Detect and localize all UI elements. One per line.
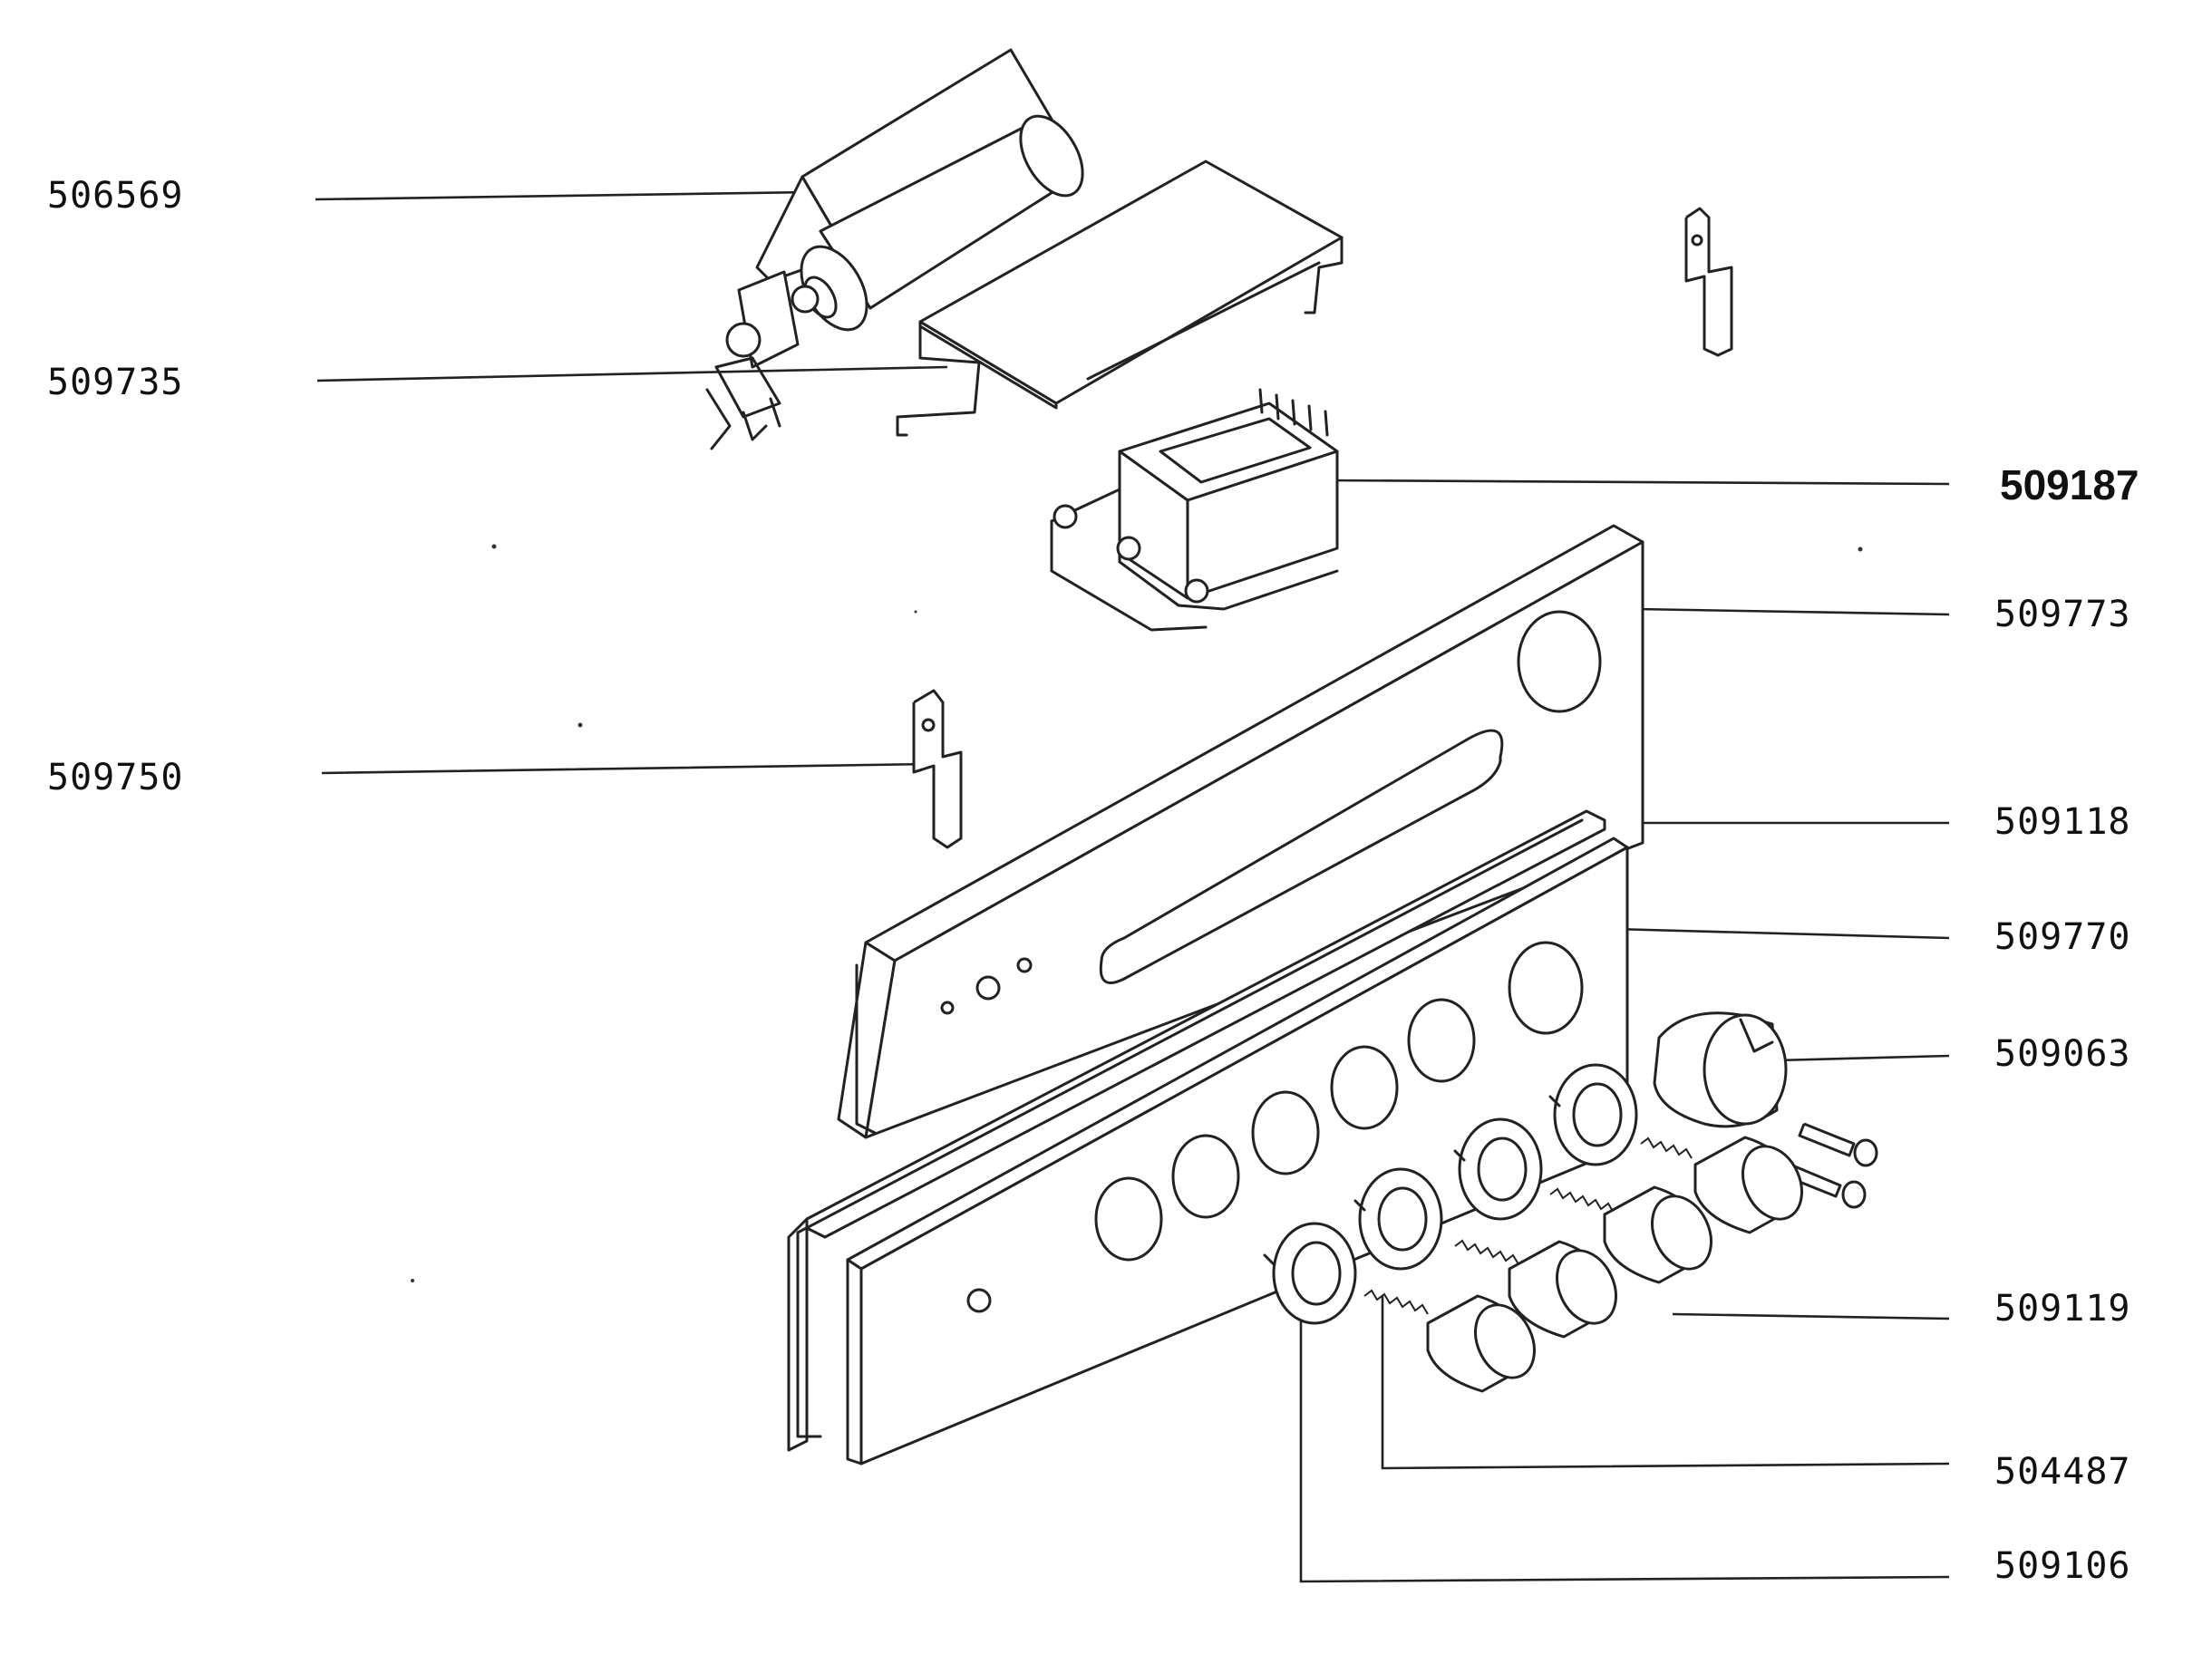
part-509773-upper-panel — [837, 524, 1644, 1139]
leader-509735 — [316, 365, 948, 382]
part-509106-rings — [1263, 1063, 1638, 1325]
leader-509187 — [1324, 479, 1950, 486]
bracket-top-right — [1684, 207, 1733, 357]
label-509770: 509770 — [1994, 916, 2131, 958]
label-509773: 509773 — [1994, 594, 2131, 635]
label-504487: 504487 — [1994, 1451, 2131, 1493]
leader-509106 — [1299, 1314, 1950, 1583]
label-509063: 509063 — [1994, 1033, 2131, 1075]
part-509187-transformer — [1050, 388, 1339, 632]
leader-504487 — [1381, 1296, 1950, 1470]
part-509750-bracket — [912, 689, 963, 849]
part-509735-holder — [705, 270, 800, 450]
label-509119: 509119 — [1994, 1288, 2131, 1330]
leader-509750 — [321, 752, 931, 775]
scan-dots — [411, 544, 1863, 1282]
label-506569: 506569 — [47, 175, 184, 217]
part-506569-resistor — [755, 48, 1084, 332]
leader-509770 — [1613, 927, 1950, 940]
label-509750: 509750 — [47, 757, 184, 798]
label-509118: 509118 — [1994, 801, 2131, 843]
part-509118-frame — [787, 809, 1606, 1452]
part-509735-cover — [896, 160, 1344, 437]
leader-509063 — [1776, 1054, 1950, 1062]
label-509106: 509106 — [1994, 1545, 2131, 1587]
part-504487-springs — [1363, 1137, 1693, 1315]
leader-509773 — [1635, 607, 1950, 616]
part-509119-knobs — [1426, 1136, 1803, 1393]
part-509063-lamp — [1653, 1011, 1788, 1128]
leader-509119 — [1672, 1312, 1950, 1320]
label-509187: 509187 — [2000, 461, 2139, 508]
part-509770-lower-panel — [846, 837, 1629, 1465]
label-509735: 509735 — [47, 362, 184, 403]
